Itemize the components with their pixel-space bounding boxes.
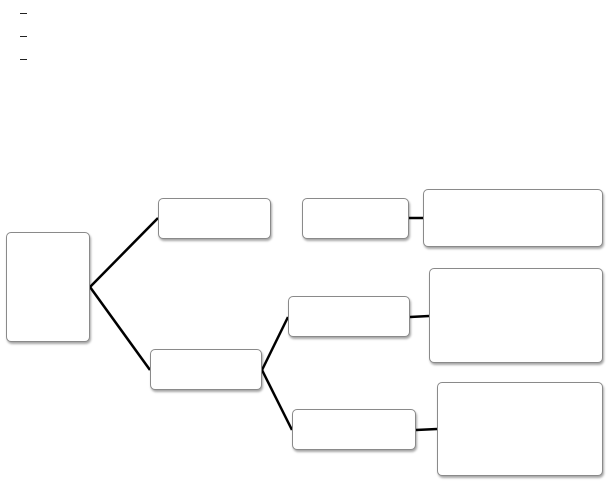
connector-leaf2-detail — [415, 427, 438, 432]
connector-root-lower — [88, 286, 152, 371]
lower-branch-node — [150, 349, 262, 390]
dash-marker — [20, 59, 27, 60]
connector-root-upper — [89, 217, 159, 288]
upper-leaf-detail-node — [423, 189, 603, 247]
bullet-item — [20, 50, 27, 73]
bullet-item — [20, 4, 27, 27]
connector-lower-leaf2 — [260, 369, 294, 431]
upper-branch-node — [158, 198, 271, 239]
lower-leaf-1-node — [288, 296, 410, 337]
connector-leaf1-detail — [409, 314, 430, 319]
bullet-item — [20, 27, 27, 50]
dash-marker — [20, 36, 27, 37]
lower-leaf-2-detail-node — [437, 382, 603, 476]
upper-leaf-node — [302, 198, 409, 239]
dash-marker — [20, 13, 27, 14]
dash-bullet-list — [20, 4, 27, 73]
root-node — [6, 232, 90, 342]
lower-leaf-1-detail-node — [429, 268, 603, 363]
connector-lower-leaf1 — [260, 316, 290, 371]
lower-leaf-2-node — [292, 409, 416, 450]
